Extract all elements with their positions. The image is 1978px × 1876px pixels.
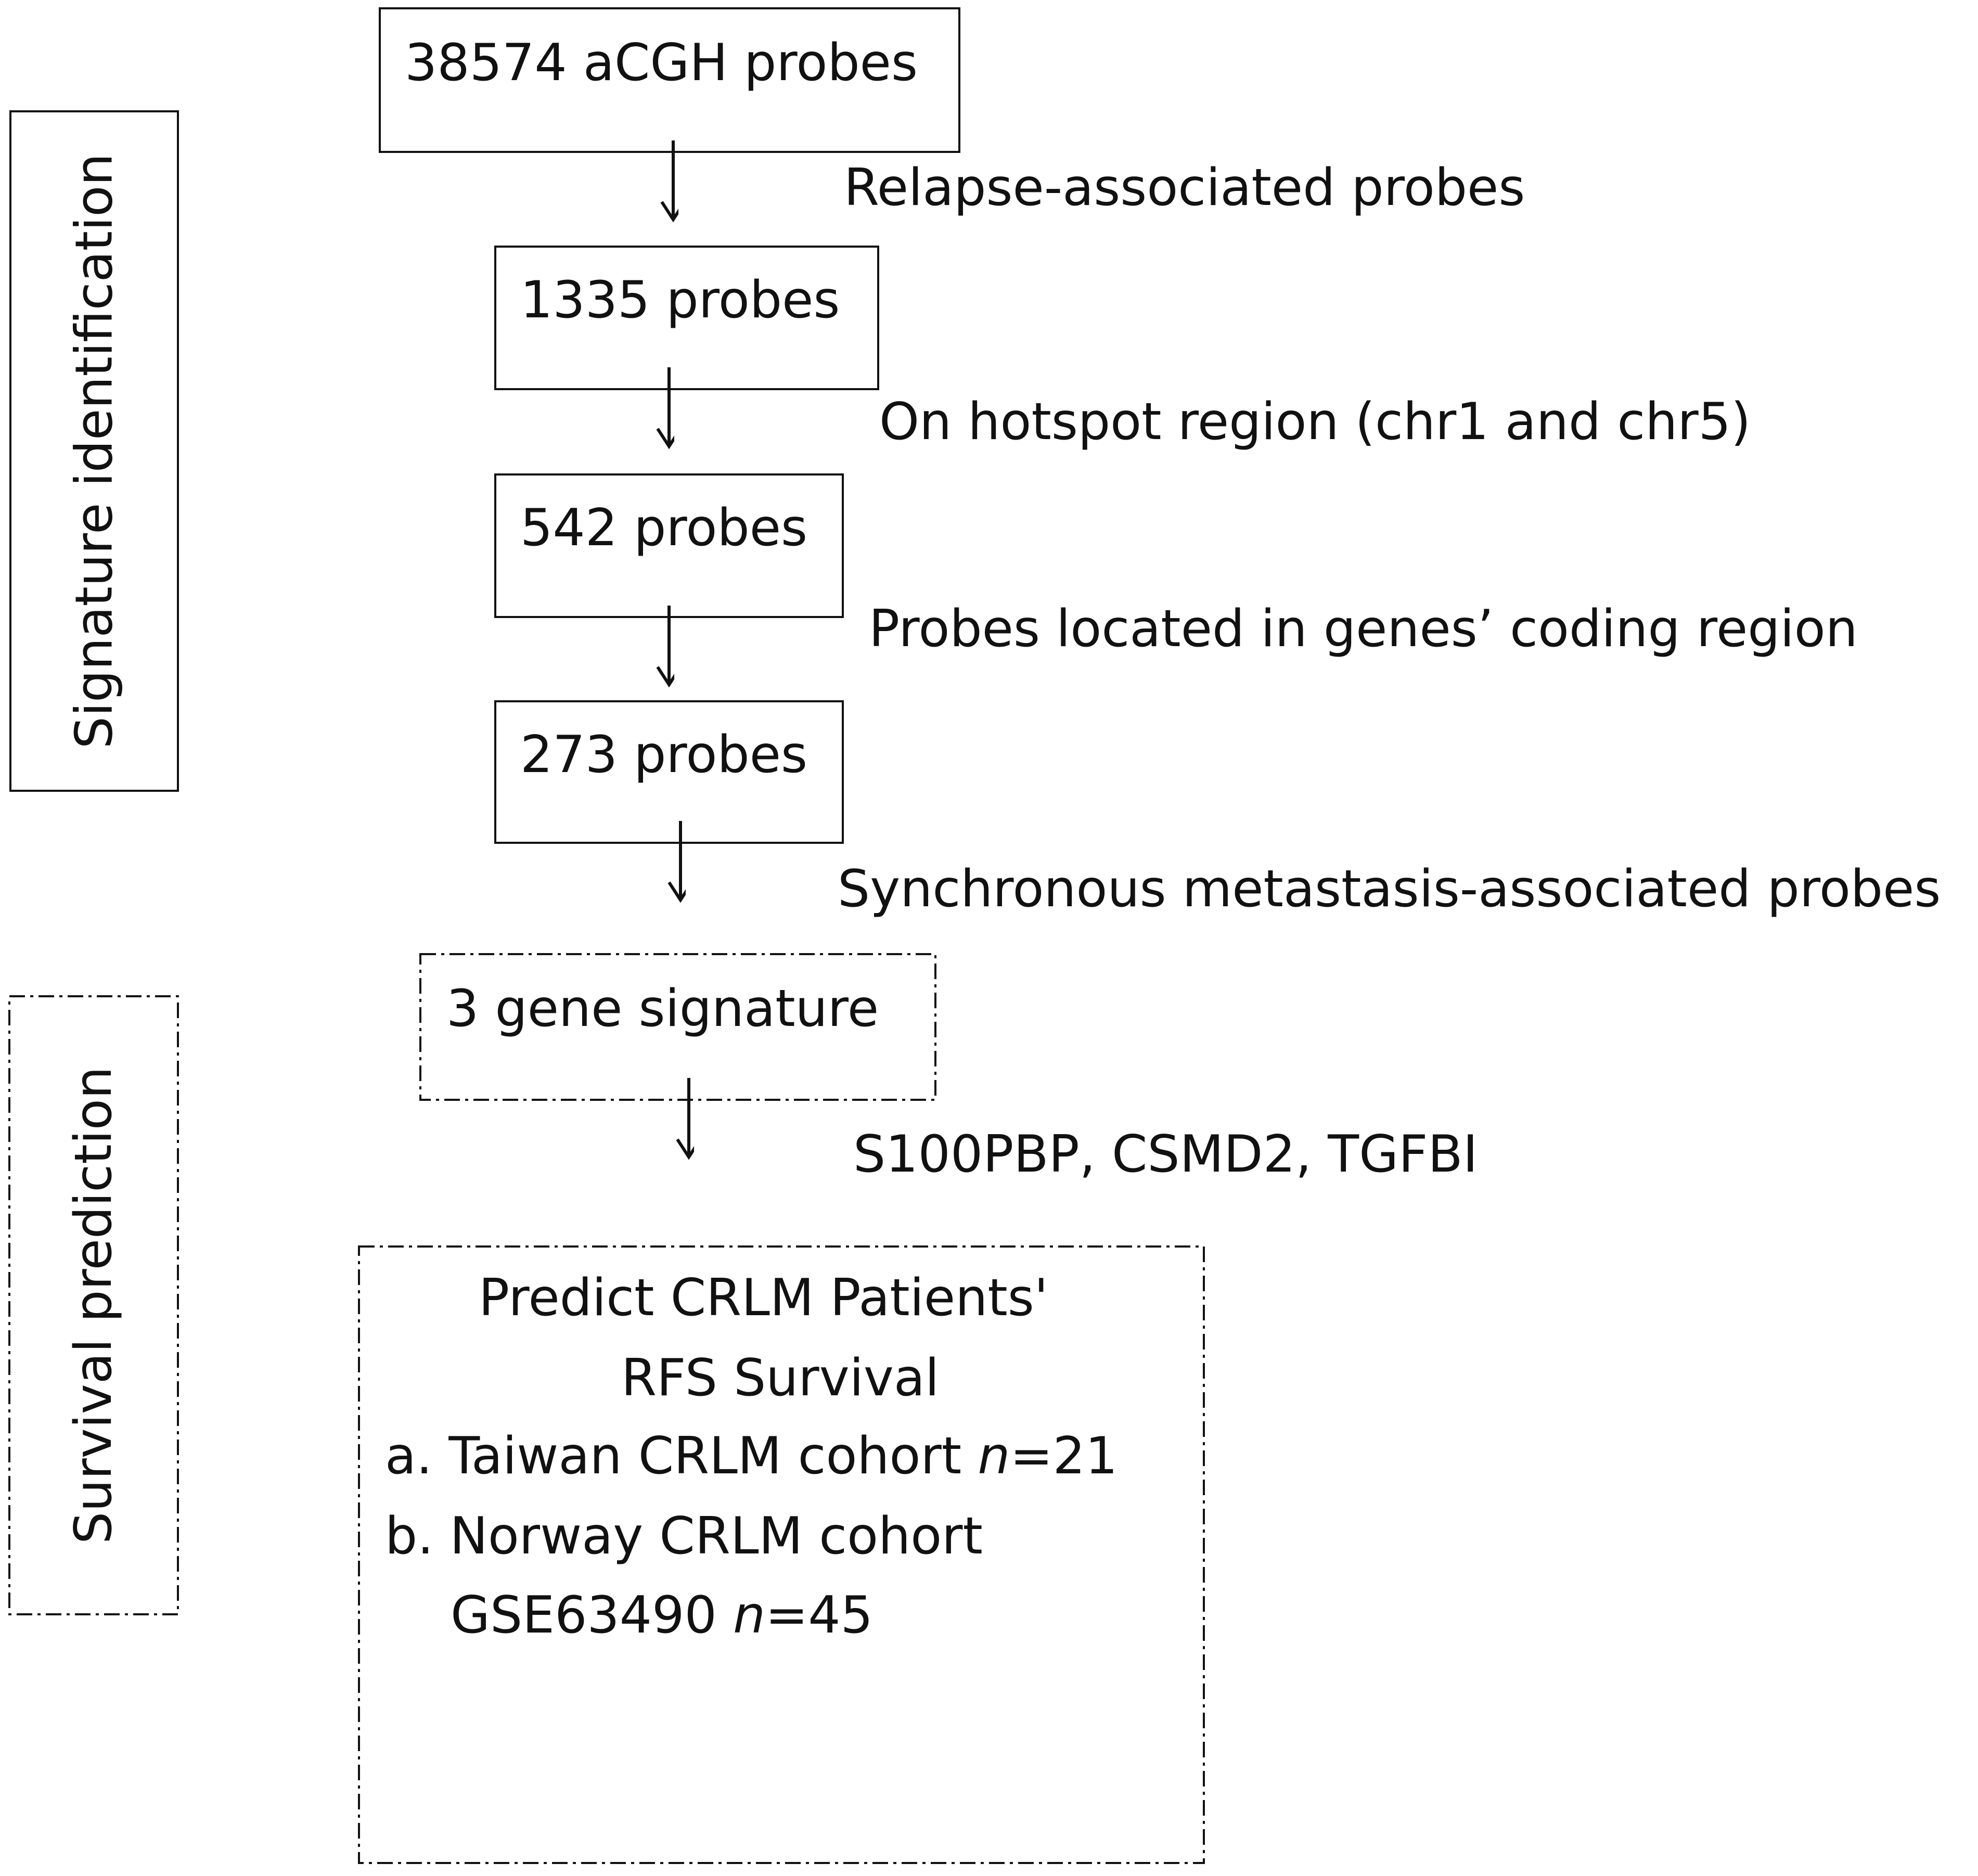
cohort-a-text: a. Taiwan CRLM cohort <box>385 1427 978 1486</box>
arrow-down-icon <box>676 1078 694 1160</box>
arrow-down-icon <box>667 821 686 903</box>
step-3-gene-signature-label: 3 gene signature <box>446 979 879 1038</box>
filter-coding-region: Probes located in genes’ coding region <box>869 599 1858 659</box>
signature-identification-label: Signature identification <box>65 153 124 749</box>
filter-relapse-associated: Relapse-associated probes <box>844 158 1525 217</box>
survival-prediction-label: Survival prediction <box>64 1067 123 1544</box>
arrow-down-icon <box>656 606 674 688</box>
signature-identification-panel: Signature identification <box>9 110 179 792</box>
cohort-b-value: =45 <box>765 1586 873 1645</box>
prediction-box-frame <box>358 1245 1205 1864</box>
cohort-a-value: =21 <box>1010 1427 1118 1486</box>
cohort-b-text: GSE63490 <box>451 1586 733 1645</box>
cohort-a-n: n <box>978 1427 1010 1486</box>
filter-synchronous-metastasis: Synchronous metastasis-associated probes <box>838 859 1941 919</box>
step-38574-probes-box <box>379 7 960 153</box>
step-38574-probes-label: 38574 aCGH probes <box>405 33 918 93</box>
prediction-cohort-b-line2: GSE63490 n=45 <box>451 1590 873 1641</box>
survival-section-frame <box>8 995 179 1615</box>
step-542-probes-label: 542 probes <box>520 498 808 558</box>
prediction-cohort-b-line1: b. Norway CRLM cohort <box>385 1507 983 1566</box>
step-1335-probes-label: 1335 probes <box>520 271 840 330</box>
filter-hotspot-region: On hotspot region (chr1 and chr5) <box>879 392 1751 452</box>
prediction-title-line2: RFS Survival <box>621 1348 940 1408</box>
arrow-down-icon <box>660 140 678 223</box>
arrow-down-icon <box>656 367 674 449</box>
signature-box-frame <box>419 953 936 1101</box>
filter-gene-names: S100PBP, CSMD2, TGFBI <box>853 1125 1478 1184</box>
prediction-cohort-a: a. Taiwan CRLM cohort n=21 <box>385 1431 1118 1482</box>
prediction-title-line1: Predict CRLM Patients' <box>479 1268 1048 1328</box>
cohort-b-n: n <box>733 1586 766 1645</box>
step-273-probes-box <box>494 700 844 844</box>
step-1335-probes-box <box>494 246 879 390</box>
survival-prediction-panel: Survival prediction <box>9 996 178 1614</box>
step-273-probes-label: 273 probes <box>520 725 808 785</box>
